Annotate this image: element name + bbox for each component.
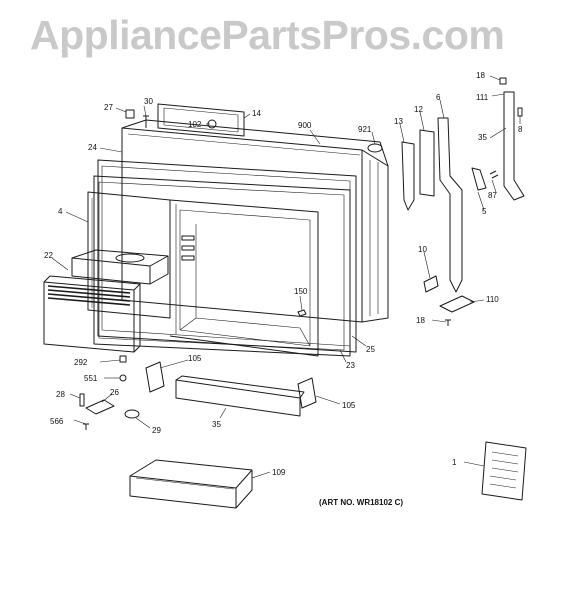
part-label: 105 <box>342 401 356 410</box>
hinge-brackets <box>401 117 463 293</box>
part-label: 18 <box>416 316 425 325</box>
bottom-hinge-parts <box>423 275 475 326</box>
part-label: 14 <box>252 109 261 118</box>
door-handle-upper <box>471 77 525 201</box>
part-label: 110 <box>486 295 499 304</box>
part-921-cap <box>367 143 383 153</box>
part-label: 10 <box>418 245 427 254</box>
part-label: 28 <box>56 390 65 399</box>
part-label: 35 <box>212 420 221 429</box>
part-label: 921 <box>358 125 372 134</box>
part-number-labels: 18 111 8 35 87 5 6 12 13 921 900 14 102 … <box>44 71 523 477</box>
part-label: 24 <box>88 143 97 152</box>
manual-booklet <box>481 441 527 501</box>
freezer-shelf <box>71 249 169 285</box>
part-label: 12 <box>414 105 423 114</box>
part-label: 551 <box>84 374 98 383</box>
part-label: 27 <box>104 103 113 112</box>
part-label: 13 <box>394 117 403 126</box>
part-label: 150 <box>294 287 308 296</box>
part-label: 6 <box>436 93 441 102</box>
part-label: 105 <box>188 354 202 363</box>
part-label: 23 <box>346 361 355 370</box>
part-label: 900 <box>298 121 312 130</box>
cabinet-shell <box>121 119 389 323</box>
door-gasket-frames <box>93 159 357 357</box>
crisper-drawer <box>129 459 253 509</box>
watermark: AppliancePartsPros.com <box>30 12 505 58</box>
part-label: 111 <box>476 93 489 102</box>
inner-liner <box>87 191 319 357</box>
part-label: 26 <box>110 388 119 397</box>
crisper-cover-assembly <box>145 361 317 417</box>
part-label: 29 <box>152 426 161 435</box>
small-fasteners-top <box>125 109 149 124</box>
leader-lines <box>51 75 521 479</box>
part-label: 5 <box>482 207 487 216</box>
part-label: 35 <box>478 133 487 142</box>
part-label: 8 <box>518 125 523 134</box>
part-label: 109 <box>272 468 286 477</box>
art-number-note: (ART NO. WR18102 C) <box>319 498 404 507</box>
part-label: 102 <box>188 120 202 129</box>
front-grille-panel <box>43 275 141 353</box>
part-label: 1 <box>452 458 457 467</box>
part-label: 87 <box>488 191 497 200</box>
part-label: 292 <box>74 358 88 367</box>
part-label: 4 <box>58 207 63 216</box>
part-label: 566 <box>50 417 64 426</box>
part-label: 18 <box>476 71 485 80</box>
part-label: 22 <box>44 251 53 260</box>
part-label: 25 <box>366 345 375 354</box>
part-label: 30 <box>144 97 153 106</box>
